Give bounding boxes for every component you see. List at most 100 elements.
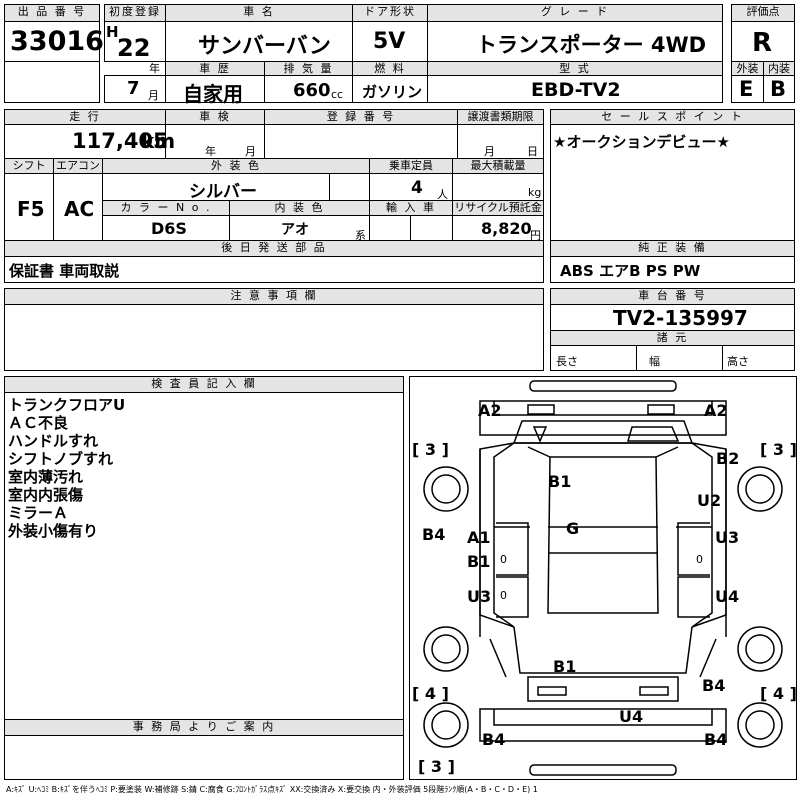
body-color: シルバー <box>189 182 257 202</box>
first-reg-label: 初度登録 <box>104 4 166 22</box>
damage-mark: A2 <box>478 401 502 420</box>
reg-no-label: 登 録 番 号 <box>264 109 458 125</box>
history-label: 車 歴 <box>165 61 265 76</box>
spec-width-label: 幅 <box>649 355 660 368</box>
damage-mark: U4 <box>715 587 740 606</box>
damage-mark: [ 3 ] <box>418 757 455 776</box>
spec-height-label: 高さ <box>727 355 749 368</box>
lot-number: 33016 <box>10 26 104 57</box>
model-cell <box>427 75 723 103</box>
grade: トランスポーター 4WD <box>476 33 707 57</box>
import-cell-b <box>410 215 453 241</box>
car-name-label: 車 名 <box>165 4 353 22</box>
damage-mark: B1 <box>548 472 572 491</box>
int-color-label: 内 装 色 <box>229 200 370 216</box>
interior-cell <box>763 75 795 103</box>
car-name: サンバーバン <box>198 34 331 59</box>
damage-mark: U4 <box>619 707 644 726</box>
reg-no-cell <box>264 124 458 159</box>
interior-label: 内装 <box>763 61 795 76</box>
chassis-label: 車 台 番 号 <box>550 288 795 305</box>
specs-label: 諸 元 <box>550 330 795 346</box>
office-label: 事 務 局 よ り ご 案 内 <box>4 719 404 736</box>
caution-cell <box>4 304 544 371</box>
color-no: D6S <box>151 219 187 238</box>
damage-mark: B4 <box>422 525 446 544</box>
fuel-label: 燃 料 <box>352 61 428 76</box>
exterior-label: 外装 <box>731 61 764 76</box>
transfer-label: 譲渡書類期限 <box>457 109 544 125</box>
score: R <box>752 28 773 58</box>
transfer-month-unit: 月 <box>484 145 495 158</box>
import-cell-a <box>369 215 411 241</box>
inspector-label: 検 査 員 記 入 欄 <box>4 376 404 393</box>
caution-label: 注 意 事 項 欄 <box>4 288 544 305</box>
recycle-label: リサイクル預託金 <box>452 200 544 216</box>
fuel: ガソリン <box>362 83 423 101</box>
capacity-label: 乗車定員 <box>369 158 453 174</box>
shift: F5 <box>17 197 45 221</box>
load-label: 最大積載量 <box>452 158 544 174</box>
load-unit: kg <box>528 186 542 199</box>
spec-length-label: 長さ <box>556 355 578 368</box>
model: EBD-TV2 <box>531 79 621 101</box>
displacement-unit: cc <box>331 88 344 101</box>
damage-mark: B1 <box>553 657 577 676</box>
damage-mark: B4 <box>702 676 726 695</box>
damage-mark: B2 <box>716 449 740 468</box>
mileage-label: 走 行 <box>4 109 166 125</box>
interior-grade: B <box>770 77 787 101</box>
damage-mark: B4 <box>482 730 506 749</box>
displacement-label: 排 気 量 <box>264 61 353 76</box>
history: 自家用 <box>183 82 243 106</box>
genuine-equipment: ABS エアB PS PW <box>560 262 701 280</box>
inspector-note: 室内内張傷 <box>8 486 84 504</box>
damage-mark: A1 <box>467 528 491 547</box>
color-label: 外 装 色 <box>102 158 370 174</box>
damage-mark: B1 <box>467 552 491 571</box>
reg-month: 7 <box>127 78 140 99</box>
sales-point-label: セ ー ル ス ポ イ ン ト <box>550 109 795 125</box>
grade-label: グ レ ー ド <box>427 4 723 22</box>
damage-mark: U3 <box>467 587 492 606</box>
year-unit: 年 <box>149 62 160 75</box>
damage-mark: [ 3 ] <box>412 440 449 459</box>
genuine-cell <box>550 256 795 283</box>
door-label: ドア形状 <box>352 4 428 22</box>
zero-mark: 0 <box>696 553 703 566</box>
color-no-label: カ ラ ー N o . <box>102 200 230 216</box>
later-items-label: 後 日 発 送 部 品 <box>4 240 544 257</box>
inspector-note: ハンドルすれ <box>8 432 99 450</box>
car-outline <box>423 380 783 776</box>
shift-label: シフト <box>4 158 54 174</box>
damage-mark: U3 <box>715 528 740 547</box>
inspector-note: 室内薄汚れ <box>8 468 84 486</box>
ac-label: エアコン <box>53 158 103 174</box>
inspector-note: ミラーＡ <box>8 504 69 522</box>
damage-mark: [ 3 ] <box>760 440 797 459</box>
lot-blank <box>4 61 100 103</box>
era: H <box>106 23 119 41</box>
inspector-note: ＡＣ不良 <box>8 414 69 432</box>
inspector-note: 外装小傷有り <box>8 522 99 540</box>
int-color-unit: 系 <box>355 229 366 242</box>
damage-mark: [ 4 ] <box>760 684 797 703</box>
color-cell-extra <box>329 173 370 201</box>
damage-diagram: A2 A2 [ 3 ] [ 3 ] B2 B1 U2 B4 A1 G U3 B1… <box>409 376 797 780</box>
insp-month-unit: 月 <box>245 145 256 158</box>
displacement: 660 <box>293 80 331 101</box>
reg-year: 22 <box>117 34 151 62</box>
zero-mark: 0 <box>500 589 507 602</box>
lot-label: 出 品 番 号 <box>4 4 100 22</box>
inspector-notes: トランクフロアU ＡＣ不良 ハンドルすれ シフトノブすれ 室内薄汚れ 室内内張傷… <box>8 396 125 540</box>
later-items-cell <box>4 256 544 283</box>
chassis-number: TV2-135997 <box>613 306 748 330</box>
sales-point: ★オークションデビュー★ <box>553 133 730 151</box>
recycle: 8,820 <box>481 219 532 238</box>
inspector-note: トランクフロアU <box>8 396 126 414</box>
damage-mark: B4 <box>704 730 728 749</box>
capacity-unit: 人 <box>437 188 448 201</box>
ac: AC <box>64 197 95 221</box>
damage-mark: G <box>566 519 580 538</box>
damage-mark: A2 <box>704 401 728 420</box>
